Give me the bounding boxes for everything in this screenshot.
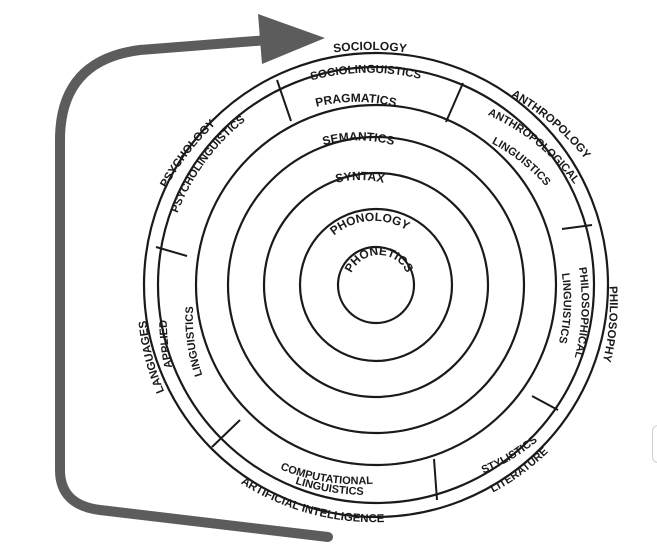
- core-label-phonetics: PHONETICS: [342, 244, 417, 275]
- segment-outer-philosophy: PHILOSOPHY: [600, 286, 619, 364]
- segment-inner-philosophical-linguistics: LINGUISTICS: [556, 272, 573, 344]
- cycle-arrow-shaft: [55, 35, 333, 542]
- concentric-rings: [142, 51, 610, 519]
- core-label-syntax: SYNTAX: [334, 169, 386, 186]
- segment-inner-sociolinguistics: SOCIOLINGUISTICS: [309, 64, 422, 84]
- core-label-semantics: SEMANTICS: [321, 129, 396, 148]
- segment-inner-applied: APPLIED: [158, 320, 175, 369]
- segment-inner-philosophical: PHILOSOPHICAL: [572, 266, 591, 360]
- segment-dividers: [155, 79, 593, 501]
- segment-labels: SOCIOLINGUISTICS SOCIOLOGY ANTHROPOLOGIC…: [137, 39, 619, 525]
- edge-artifact: [652, 425, 657, 463]
- core-label-phonology: PHONOLOGY: [327, 210, 412, 238]
- cycle-arrow: [55, 14, 333, 542]
- segment-inner-applied-linguistics: LINGUISTICS: [184, 306, 205, 378]
- cycle-arrow-head: [258, 14, 325, 64]
- segment-outer-sociology: SOCIOLOGY: [332, 39, 407, 56]
- core-label-pragmatics: PRAGMATICS: [314, 91, 398, 110]
